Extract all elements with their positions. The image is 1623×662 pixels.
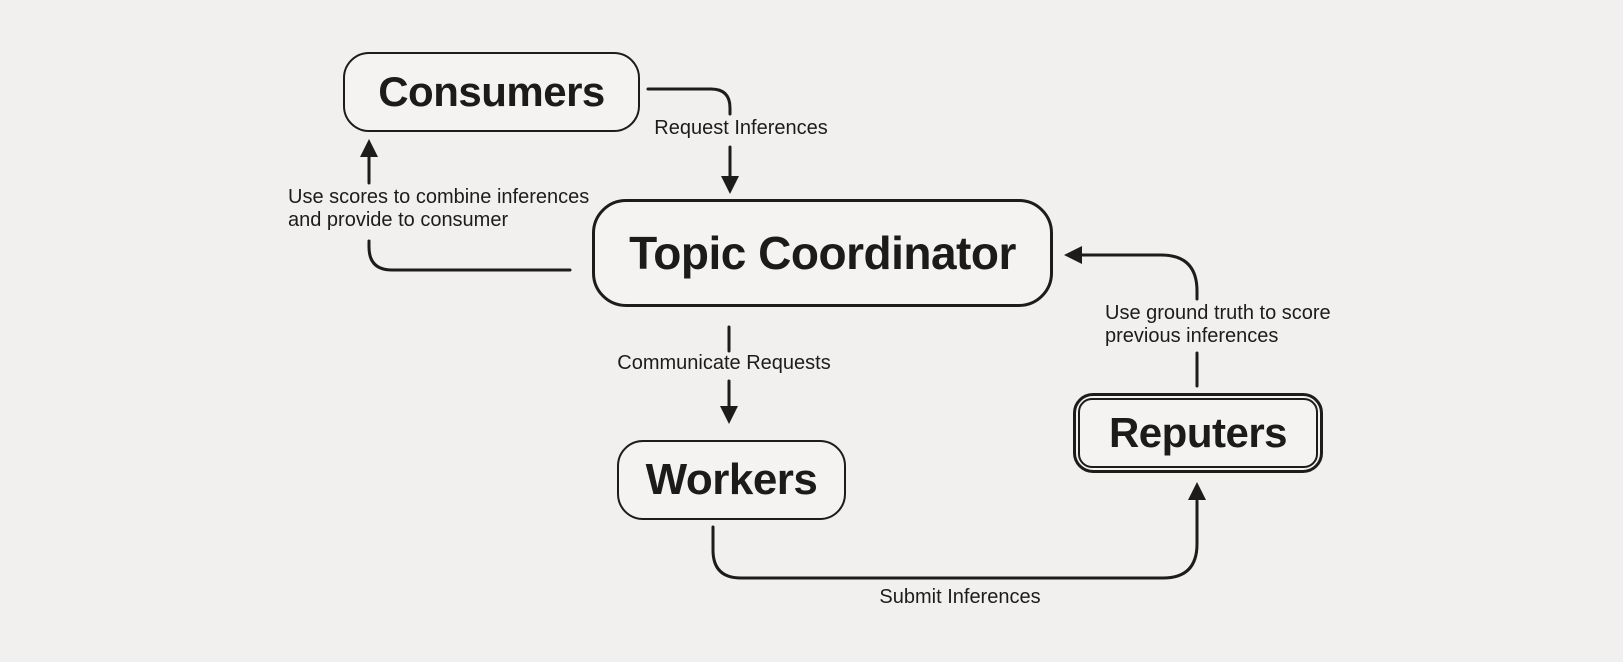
node-reputers-label: Reputers — [1108, 409, 1288, 456]
node-topic-coordinator-label: Topic Coordinator — [629, 227, 1016, 279]
edge-label-use-scores: Use scores to combine inferences and pro… — [288, 186, 589, 232]
edge-use-scores-line-lower — [367, 239, 572, 272]
node-workers-label: Workers — [645, 455, 818, 504]
arrowhead-down-icon — [721, 176, 739, 194]
edge-use-ground-truth — [1064, 246, 1199, 388]
edge-submit-inferences-line — [711, 499, 1199, 580]
edge-label-use-ground-truth-line1: Use ground truth to score — [1105, 302, 1331, 324]
edge-use-ground-truth-line-upper — [1078, 253, 1199, 301]
edge-label-use-ground-truth-line2: previous inferences — [1105, 325, 1279, 347]
node-workers: Workers — [617, 440, 846, 520]
edge-label-request-inferences: Request Inferences — [654, 117, 828, 139]
edge-request-inferences-line-upper — [646, 87, 732, 116]
edge-use-scores — [360, 139, 572, 272]
edge-label-submit-inferences: Submit Inferences — [879, 586, 1041, 608]
node-consumers-label: Consumers — [378, 68, 605, 115]
arrowhead-up-icon — [360, 139, 378, 157]
node-consumers: Consumers — [343, 52, 640, 132]
edge-communicate-requests — [720, 325, 738, 424]
edge-request-inferences — [646, 87, 739, 194]
edge-label-use-scores-line2: and provide to consumer — [288, 209, 509, 231]
edge-submit-inferences — [711, 482, 1206, 580]
node-topic-coordinator: Topic Coordinator — [592, 199, 1053, 307]
edge-label-communicate-requests: Communicate Requests — [617, 352, 831, 374]
arrowhead-down-icon — [720, 406, 738, 424]
arrowhead-left-icon — [1064, 246, 1082, 264]
arrowhead-up-icon — [1188, 482, 1206, 500]
edge-label-use-ground-truth: Use ground truth to score previous infer… — [1105, 302, 1331, 348]
node-reputers: Reputers — [1073, 393, 1323, 473]
edge-label-use-scores-line1: Use scores to combine inferences — [288, 186, 590, 208]
